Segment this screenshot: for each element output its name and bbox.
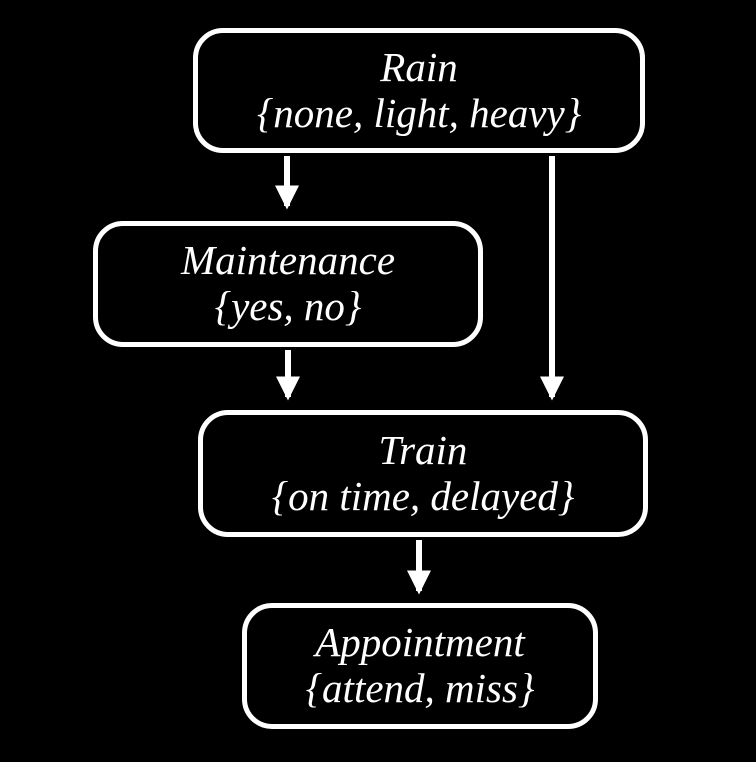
node-maintenance-domain: {yes, no}: [214, 283, 362, 329]
node-train-label: Train: [378, 426, 468, 473]
node-rain-domain: {none, light, heavy}: [256, 89, 582, 136]
node-rain-label: Rain: [380, 43, 458, 90]
node-maintenance: Maintenance {yes, no}: [93, 221, 483, 347]
node-train-domain: {on time, delayed}: [271, 472, 575, 519]
node-appointment-domain: {attend, miss}: [305, 665, 535, 711]
node-appointment-label: Appointment: [315, 619, 525, 666]
node-rain: Rain {none, light, heavy}: [193, 28, 645, 153]
node-train: Train {on time, delayed}: [198, 410, 648, 537]
node-maintenance-label: Maintenance: [180, 237, 396, 284]
node-appointment: Appointment {attend, miss}: [242, 603, 598, 729]
